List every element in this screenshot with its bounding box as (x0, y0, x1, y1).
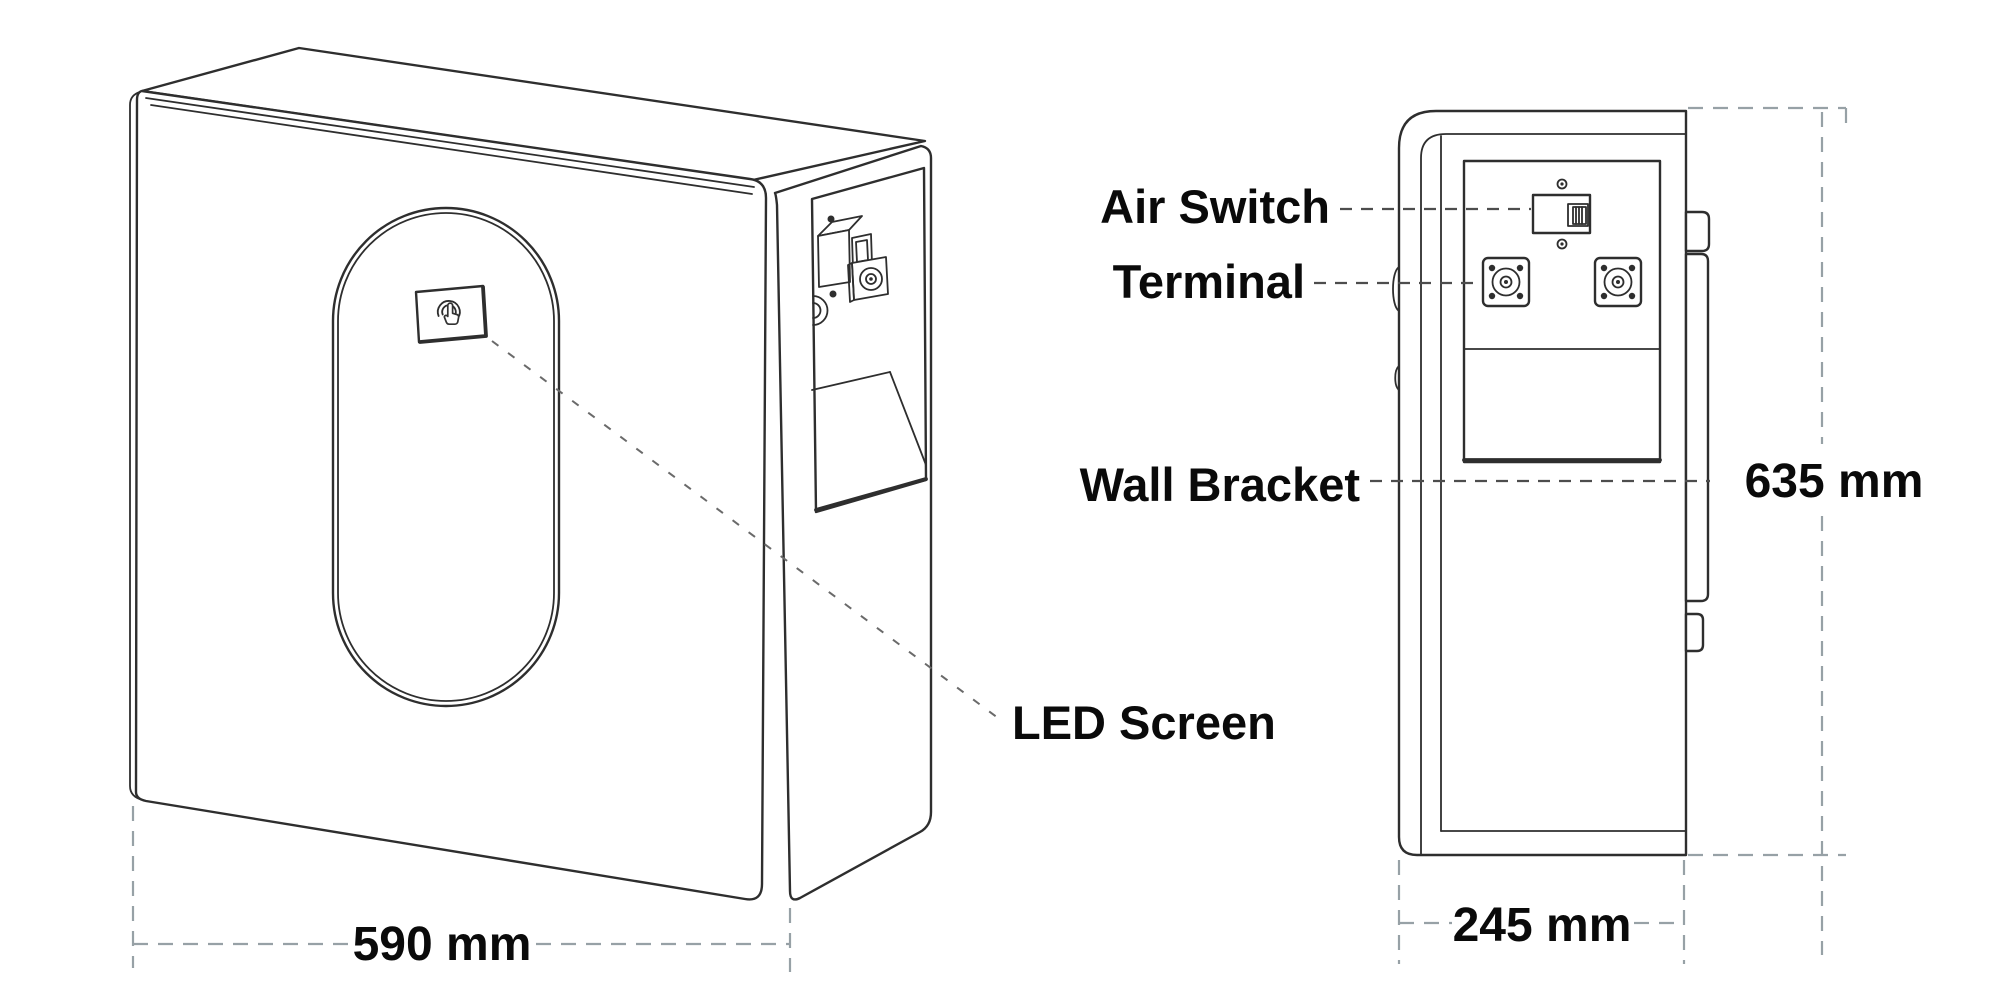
perspective-view-3d (129, 46, 933, 901)
terminal-flange-edge (847, 262, 855, 303)
connector-panel (1462, 159, 1662, 464)
air-switch-toggle-hatch (1575, 206, 1583, 225)
air-switch-toggle-frame (1567, 203, 1589, 227)
screw-dot-top (1560, 182, 1564, 186)
led-screen-bezel-shadow (418, 285, 488, 344)
front-face (134, 89, 768, 901)
side-view (1392, 109, 1711, 857)
wall-bracket (1684, 210, 1711, 653)
air-switch-body (1531, 193, 1592, 235)
terminal-ring (1491, 267, 1521, 297)
terminal-flange (1593, 256, 1643, 308)
air-switch-3d (817, 215, 873, 298)
bracket-rail (1684, 252, 1710, 603)
terminal-center-dot (869, 277, 873, 281)
air-switch-label: Air Switch (1100, 180, 1330, 233)
terminal-ring-inner (1499, 275, 1513, 289)
corner-screw (1516, 292, 1524, 300)
terminal-ring-inner (1611, 275, 1625, 289)
led-screen (414, 284, 488, 344)
bracket-top-tab (1684, 210, 1711, 253)
screw-dot-bottom (829, 290, 837, 298)
terminal-partial-arc-outer (812, 295, 829, 326)
terminal-right (1593, 256, 1643, 308)
air-switch (1531, 178, 1592, 250)
edge-bump-lower (1394, 365, 1400, 391)
corner-screw (1628, 264, 1636, 272)
terminal-flange (1481, 256, 1531, 308)
top-chamfer-line (145, 97, 755, 188)
wall-bracket-label: Wall Bracket (1080, 458, 1361, 511)
oval-outer (331, 206, 561, 708)
recess-divider-line (811, 371, 891, 391)
corner-screw (1628, 292, 1636, 300)
terminal-center-dot (1616, 280, 1620, 284)
led-screen-label: LED Screen (1012, 696, 1276, 749)
corner-screw (1600, 264, 1608, 272)
screw-ring-top (1556, 178, 1568, 190)
dimension-annotations: 635 mm 245 mm 590 mm (131, 106, 1924, 972)
terminal-ring (859, 267, 883, 291)
terminal-center-dot (1504, 280, 1508, 284)
top-chamfer-line-2 (150, 104, 753, 195)
width-dimension-text: 590 mm (353, 918, 532, 971)
edge-bump-upper (1392, 266, 1400, 312)
screw-dot-top (827, 215, 835, 223)
terminal-ring-inner (865, 273, 877, 285)
corner-screw (1488, 264, 1496, 272)
air-switch-front (817, 229, 851, 288)
terminal-3d (812, 256, 889, 326)
screw-ring-bottom (1556, 238, 1568, 250)
recess-ramp-edge (889, 371, 927, 466)
touch-hand (443, 302, 460, 326)
led-screen-leader (491, 340, 999, 719)
side-view-body (1397, 109, 1688, 857)
touch-ripple-outer (436, 300, 461, 319)
height-dimension-text: 635 mm (1745, 455, 1924, 508)
panel-outline (1462, 159, 1662, 464)
touch-icon (436, 300, 461, 326)
oval-inner (337, 212, 555, 702)
corner-screw (1516, 264, 1524, 272)
corner-screw (1488, 292, 1496, 300)
recess-bottom-edge (814, 477, 928, 512)
air-switch-toggle-inner (855, 239, 869, 263)
callout-labels: Air Switch Terminal Wall Bracket LED Scr… (491, 180, 1710, 749)
depth-dimension-text: 245 mm (1453, 899, 1632, 952)
terminal-partial-arc-inner (812, 302, 822, 319)
left-edge-sliver (129, 91, 144, 801)
front-surface-line (1420, 133, 1687, 856)
screw-dot-bottom (1560, 242, 1564, 246)
corner-screw (1600, 292, 1608, 300)
terminal-left (1481, 256, 1531, 308)
bracket-hook (1684, 612, 1705, 653)
display-oval (331, 206, 561, 708)
terminal-ring (1603, 267, 1633, 297)
terminal-label: Terminal (1113, 255, 1305, 308)
